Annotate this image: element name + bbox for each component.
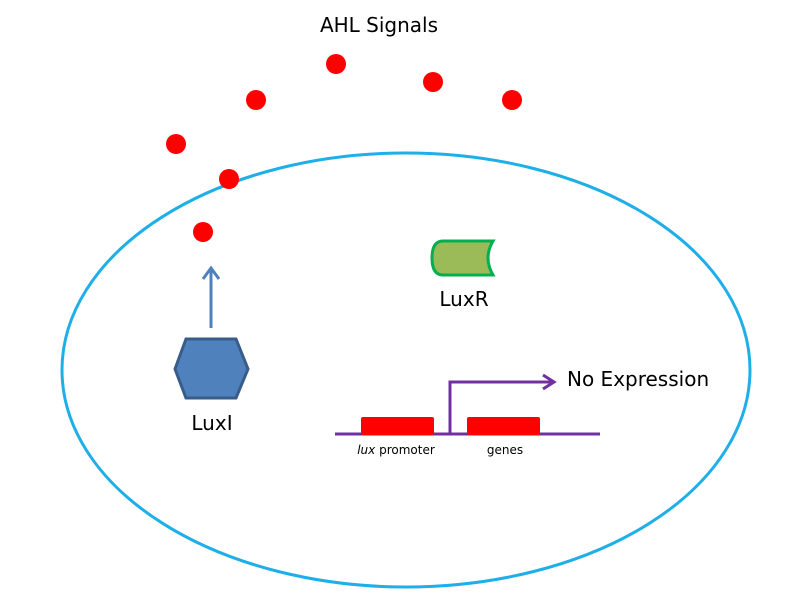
luxi-label: LuxI (191, 411, 232, 435)
luxi-hexagon (173, 337, 250, 400)
lux-promoter-box (361, 417, 434, 435)
ahl-signal (246, 90, 266, 110)
ahl-signal (423, 72, 443, 92)
luxr-receptor (430, 239, 496, 277)
luxi-production-arrow (201, 265, 221, 328)
luxr-label: LuxR (439, 287, 488, 311)
title-ahl-signals: AHL Signals (320, 13, 438, 37)
cell-membrane (60, 151, 752, 589)
ahl-signal (166, 134, 186, 154)
genes-label: genes (487, 443, 523, 457)
promoter-text: promoter (375, 443, 435, 457)
ahl-signal (193, 222, 213, 242)
transcription-arrow (448, 373, 557, 434)
expression-status-label: No Expression (567, 367, 709, 391)
ahl-signal (219, 169, 239, 189)
ahl-signal (326, 54, 346, 74)
lux-promoter-label: lux promoter (357, 443, 435, 457)
ahl-signals (166, 54, 522, 242)
genes-box (467, 417, 540, 435)
ahl-signal (502, 90, 522, 110)
lux-italic: lux (357, 443, 376, 457)
